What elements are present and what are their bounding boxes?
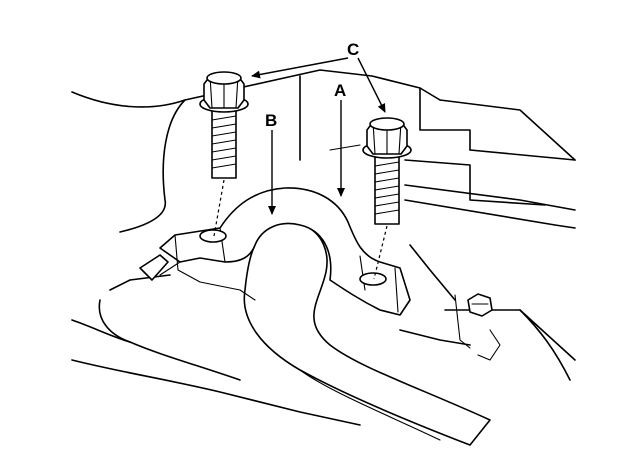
frame-outline [71,69,576,426]
stabilizer-bar [243,222,491,446]
callout-label-b: B [265,111,277,130]
bushing-bracket [139,187,411,316]
callout-c-arrow-right [357,57,386,113]
callout-arrows [251,57,386,215]
callout-c-arrow-left [251,57,349,79]
flange-bolt-left [199,71,249,179]
callout-label-c: C [347,40,359,59]
flange-bolt-right [362,117,412,225]
small-nut [454,293,501,361]
bolt-hole-right [359,272,387,286]
callout-label-a: A [334,81,346,100]
bolt-hole-left [199,229,227,243]
